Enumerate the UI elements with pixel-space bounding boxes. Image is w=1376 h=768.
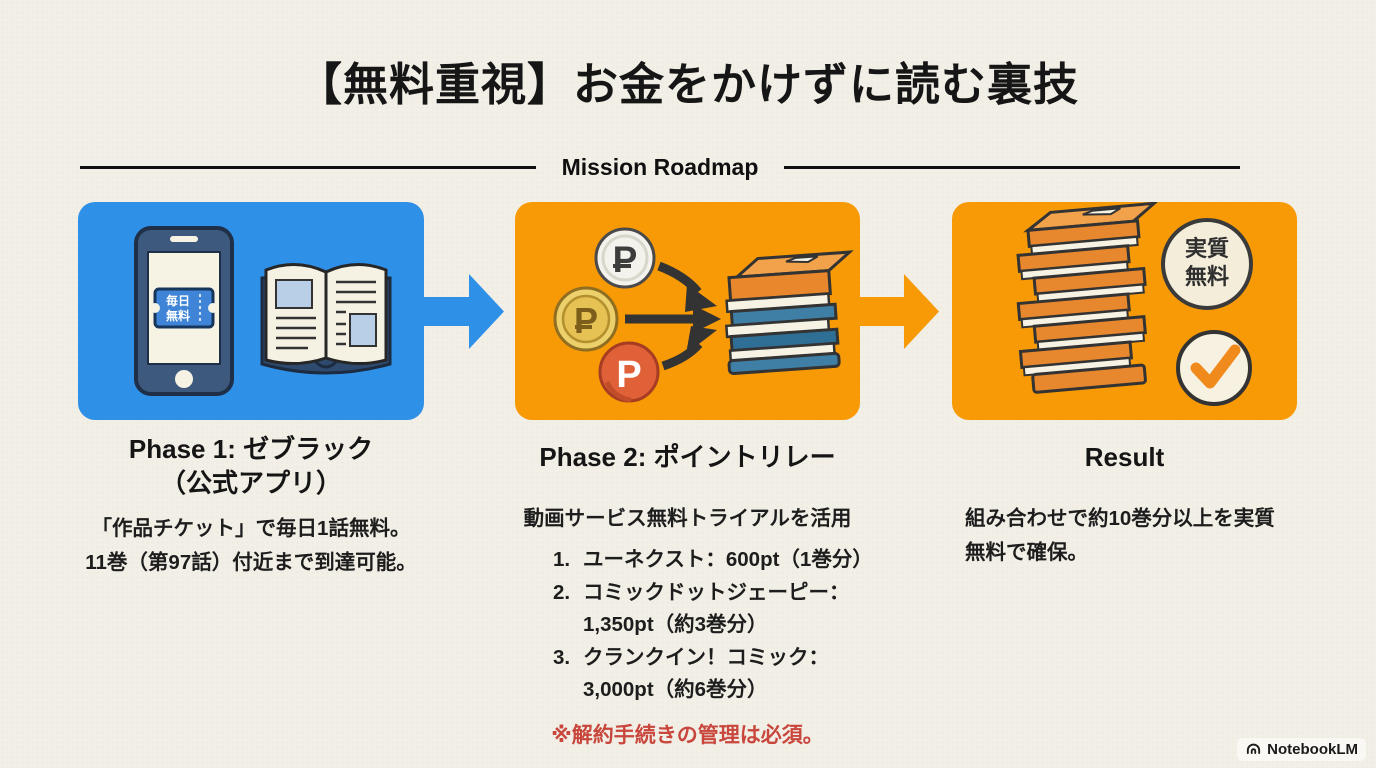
- phase1-description-line1: 「作品チケット」で毎日1話無料。: [91, 517, 411, 540]
- gold-coin-icon: P: [553, 286, 619, 352]
- ticket-label-line1: 毎日: [166, 293, 190, 308]
- arrow-right-blue-icon: [423, 274, 504, 349]
- flow-arrows-icon: [625, 261, 721, 371]
- phase2-illustration: P P P: [553, 227, 854, 403]
- result-illustration: 実質 無料: [1016, 202, 1253, 406]
- silver-coin-icon: P: [594, 227, 656, 289]
- list-item: 1. ユーネクスト：600pt（1巻分）: [553, 544, 873, 577]
- list-item-number: 1.: [553, 548, 571, 571]
- list-item-text: クランクイン！コミック：: [583, 645, 829, 669]
- list-item: 2. コミックドットジェーピー： 1,350pt（約3巻分）: [553, 577, 873, 642]
- list-item: 3. クランクイン！コミック： 3,000pt（約6巻分）: [553, 642, 873, 707]
- list-item-text: コミックドットジェーピー：: [583, 580, 850, 604]
- smartphone-icon: 毎日 無料: [134, 226, 234, 396]
- roadmap-divider-right: [784, 165, 1240, 169]
- badge-label-line1: 実質: [1185, 236, 1229, 261]
- phase1-heading: Phase 1: ゼブラック （公式アプリ）: [58, 432, 444, 500]
- phase1-text-block: Phase 1: ゼブラック （公式アプリ） 「作品チケット」で毎日1話無料。 …: [58, 432, 444, 580]
- phase1-illustration: 毎日 無料: [134, 226, 392, 396]
- result-card: 実質 無料: [952, 202, 1297, 420]
- roadmap-header: Mission Roadmap: [80, 152, 1240, 182]
- result-text-block: Result 組み合わせで約10巻分以上を実質無料で確保。: [952, 440, 1297, 570]
- red-coin-icon: P: [598, 341, 660, 403]
- svg-text:P: P: [574, 300, 598, 341]
- free-badge: 実質 無料: [1161, 218, 1253, 310]
- roadmap-label: Mission Roadmap: [561, 153, 759, 180]
- book-stack-icon: [725, 250, 854, 375]
- checkmark-icon: [1176, 330, 1252, 406]
- svg-text:P: P: [616, 354, 641, 396]
- phase1-card: 毎日 無料: [78, 202, 424, 420]
- phase2-description: 動画サービス無料トライアルを活用: [523, 507, 852, 530]
- phase1-heading-line1: Phase 1: ゼブラック: [128, 434, 374, 464]
- cancellation-note: ※解約手続きの管理は必須。: [551, 724, 824, 747]
- books-pile-icon: [1016, 202, 1159, 394]
- list-item-number: 2.: [553, 580, 571, 604]
- result-description: 組み合わせで約10巻分以上を実質無料で確保。: [965, 507, 1275, 564]
- ticket-label-line2: 無料: [166, 308, 190, 323]
- svg-text:P: P: [613, 239, 638, 280]
- phase2-text-block: Phase 2: ポイントリレー 動画サービス無料トライアルを活用 1. ユーネ…: [495, 440, 880, 707]
- arrow-right-orange-icon: [858, 274, 939, 349]
- list-item-text-cont: 1,350pt（約3巻分）: [583, 613, 768, 636]
- result-heading: Result: [1084, 442, 1165, 472]
- notebooklm-logo-icon: [1247, 743, 1261, 754]
- brand-badge: NotebookLM: [1237, 738, 1366, 761]
- phase2-heading: Phase 2: ポイントリレー: [539, 442, 836, 472]
- open-book-icon: [260, 263, 392, 375]
- list-item-number: 3.: [553, 645, 571, 669]
- ticket-icon: 毎日 無料: [150, 287, 218, 329]
- roadmap-divider-left: [80, 165, 536, 169]
- phase2-card: P P P: [515, 202, 860, 420]
- phase1-description-line2: 11巻（第97話）付近まで到達可能。: [85, 551, 417, 574]
- brand-name: NotebookLM: [1267, 741, 1358, 758]
- phase1-description: 「作品チケット」で毎日1話無料。 11巻（第97話）付近まで到達可能。: [58, 512, 444, 580]
- phase1-heading-line2: （公式アプリ）: [159, 468, 342, 498]
- list-item-text: ユーネクスト：600pt（1巻分）: [583, 548, 873, 571]
- points-list: 1. ユーネクスト：600pt（1巻分） 2. コミックドットジェーピー： 1,…: [553, 544, 873, 707]
- list-item-text-cont: 3,000pt（約6巻分）: [583, 678, 768, 701]
- page-title: 【無料重視】お金をかけずに読む裏技: [296, 59, 1079, 110]
- badge-label-line2: 無料: [1185, 264, 1229, 289]
